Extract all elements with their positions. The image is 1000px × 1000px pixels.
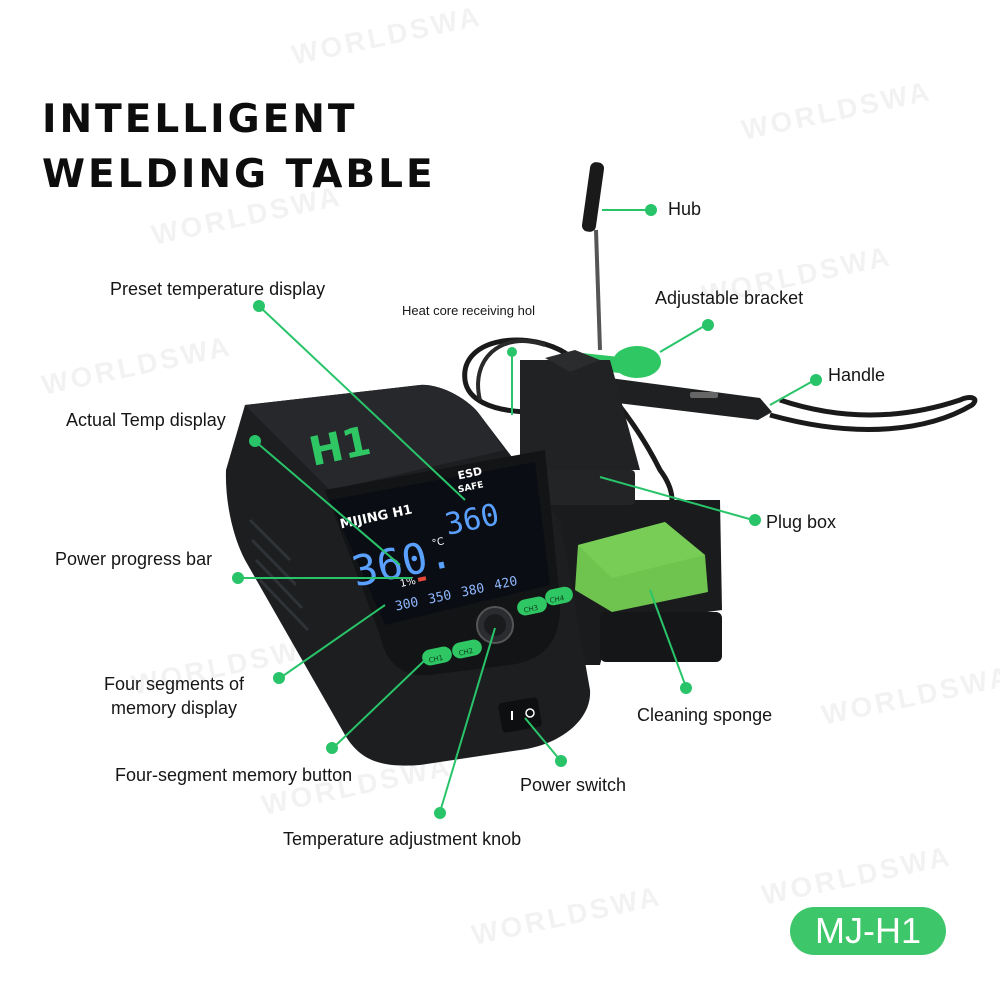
cable [769, 395, 978, 432]
label-cleaning-sponge: Cleaning sponge [637, 705, 773, 725]
page-title: INTELLIGENT WELDING TABLE [42, 92, 436, 202]
label-knob: Temperature adjustment knob [283, 829, 522, 849]
button-label: CH4 [549, 594, 565, 605]
label-memory-button: Four-segment memory button [115, 765, 353, 785]
esd-label: ESD [457, 465, 484, 483]
memory-display: 300 350 380 420 [394, 574, 519, 615]
plug-box [540, 470, 635, 505]
tray-edge [600, 612, 722, 662]
hub-rod [594, 229, 602, 351]
station-top [245, 384, 505, 490]
memory-buttons[interactable]: CH1 CH2 CH3 CH4 [421, 585, 575, 667]
holder-bracket [545, 350, 600, 372]
power-percent: 1% [399, 576, 417, 590]
label-hub: Hub [668, 199, 702, 219]
memory-button-ch2 [452, 639, 482, 659]
model-badge: MJ-H1 [790, 907, 946, 955]
memory-value: 300 [394, 595, 420, 615]
display-screen [330, 462, 550, 625]
label-actual-temp: Actual Temp display [66, 410, 226, 430]
button-label: CH3 [523, 604, 539, 615]
label-power-switch: Power switch [520, 775, 627, 795]
unit-label: °C [431, 536, 445, 549]
label-plug-box: Plug box [766, 512, 837, 532]
iron-holder [520, 360, 640, 470]
memory-value: 380 [460, 581, 486, 601]
label-adjustable-bracket: Adjustable bracket [655, 288, 804, 308]
title-line-1: INTELLIGENT [42, 97, 358, 142]
power-progress-bar [417, 576, 427, 582]
label-four-segments-line2: memory display [111, 698, 238, 718]
memory-value: 420 [493, 574, 519, 594]
hub-clip [581, 162, 605, 232]
label-power-progress: Power progress bar [55, 549, 213, 569]
memory-value: 350 [427, 588, 453, 608]
label-four-segments: Four segments of memory display [104, 672, 244, 720]
memory-button-ch4 [545, 586, 573, 606]
button-label: CH1 [428, 654, 444, 665]
label-handle: Handle [828, 365, 886, 385]
label-four-segments-line1: Four segments of [104, 674, 245, 694]
label-heat-core: Heat core receiving hol [402, 303, 535, 318]
memory-button-ch3 [517, 596, 547, 616]
title-line-2: WELDING TABLE [42, 152, 436, 197]
memory-button-ch1 [422, 646, 452, 666]
button-label: CH2 [458, 647, 474, 658]
callout-lines [232, 204, 822, 819]
label-preset-temp: Preset temperature display [110, 279, 326, 299]
cable [476, 339, 546, 401]
